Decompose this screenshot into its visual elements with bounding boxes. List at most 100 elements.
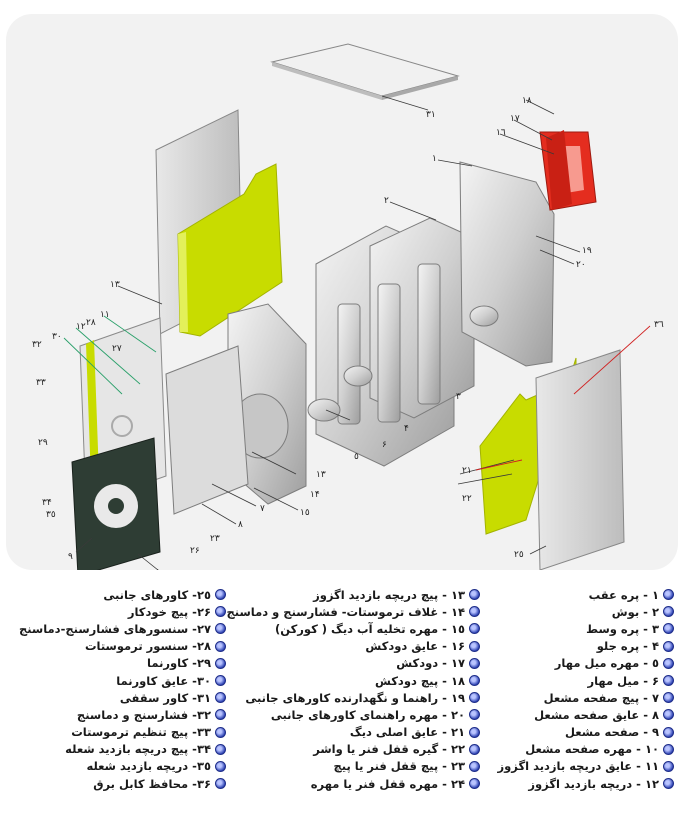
bullet-icon <box>663 589 674 601</box>
bullet-icon <box>215 657 226 669</box>
bullet-icon <box>215 623 226 635</box>
callout-label: ٣٣ <box>36 378 46 388</box>
legend-item-label: ٢٧- سنسورهای فشارسنج-دماسنج <box>18 621 211 636</box>
legend-item: ١۴ - غلاف ترموستات- فشارسنج و دماسنج <box>227 603 480 620</box>
legend-item: ١ - پره عقب <box>498 586 674 603</box>
legend-item: ١٢ - دریچه بازدید اگزوز <box>498 775 674 792</box>
legend-item-label: ١١ - عایق دریچه بازدید اگزوز <box>497 759 659 774</box>
callout-label: ١٠ <box>156 568 166 570</box>
legend-item: ٢۴ - مهره قفل فنر یا مهره <box>227 775 480 792</box>
callout-label: ٢١ <box>462 466 472 476</box>
top-cover <box>270 43 460 97</box>
legend-item: ٩ - صفحه مشعل <box>498 724 674 741</box>
callout-label: ٣٢ <box>32 340 42 350</box>
callout-label: ٢٨ <box>86 318 96 328</box>
legend-item-label: ٢٠ - مهره راهنمای کاورهای جانبی <box>270 707 465 722</box>
legend-item-label: ١٥ - مهره تخلیه آب دیگ ( کورکن) <box>274 621 465 636</box>
legend-item-label: ۶ - میل مهار <box>587 673 659 688</box>
legend-item: ١٩ - راهنما و نگهدارنده کاورهای جانبی <box>227 689 480 706</box>
bullet-icon <box>215 675 226 687</box>
legend-item: ٢١ - عایق اصلی دیگ <box>227 724 480 741</box>
legend-item: ٣١- کاور سقفی <box>19 689 226 706</box>
legend-item-label: ٢۴ - مهره قفل فنر یا مهره <box>310 776 465 791</box>
legend-item-label: ٣۶- محافظ کابل برق <box>93 776 211 791</box>
legend-item: ٥ - مهره میل مهار <box>498 655 674 672</box>
legend-item-label: ٣ - پره وسط <box>586 621 659 636</box>
bullet-icon <box>215 589 226 601</box>
bullet-icon <box>663 743 674 755</box>
legend-item-label: ٢۶- پیچ خودکار <box>127 604 211 619</box>
legend-item: ٢ - بوش <box>498 603 674 620</box>
legend-item: ۴ - پره جلو <box>498 638 674 655</box>
legend-item: ٣٢- فشارسنج و دماسنج <box>19 706 226 723</box>
bullet-icon <box>215 726 226 738</box>
front-section <box>165 303 307 515</box>
callout-label: ١٢ <box>76 322 86 332</box>
callout-label: ۴ <box>404 424 409 434</box>
bullet-icon <box>215 760 226 772</box>
legend-item: ٢٠ - مهره راهنمای کاورهای جانبی <box>227 706 480 723</box>
bullet-icon <box>663 657 674 669</box>
callout-label: ٢ <box>384 196 389 206</box>
legend-item-label: ١٢ - دریچه بازدید اگزوز <box>528 776 659 791</box>
bullet-icon <box>469 778 480 790</box>
callout-label: ٩ <box>68 552 73 562</box>
callout-label: ١٣ <box>110 280 120 290</box>
legend-item-label: ٢٢ - گیره قفل فنر یا واشر <box>313 742 465 757</box>
legend-item-label: ٣۴- پیچ دریچه بازدید شعله <box>65 742 211 757</box>
callout-label: ٢٠ <box>576 260 586 270</box>
callout-label: ٥ <box>354 452 359 462</box>
callout-label: ٣١ <box>426 110 436 120</box>
legend-item: ١٠ - مهره صفحه مشعل <box>498 741 674 758</box>
callout-label: ٢٧ <box>112 344 122 354</box>
legend-item-label: ٢٨- سنسور ترموستات <box>84 639 211 654</box>
callout-label: ١٦ <box>496 128 506 138</box>
callout-label: ١٣ <box>316 470 326 480</box>
legend-item: ٨ - عایق صفحه مشعل <box>498 706 674 723</box>
legend-item-label: ٢٥- کاورهای جانبی <box>103 587 211 602</box>
legend-item-label: ١٨ - پیچ دودکش <box>374 673 465 688</box>
legend-item: ٢٧- سنسورهای فشارسنج-دماسنج <box>19 620 226 637</box>
legend-item: ٣۴- پیچ دریچه بازدید شعله <box>19 741 226 758</box>
legend-item: ١٥ - مهره تخلیه آب دیگ ( کورکن) <box>227 620 480 637</box>
bullet-icon <box>469 743 480 755</box>
bullet-icon <box>215 640 226 652</box>
callout-label: ۶ <box>382 440 387 450</box>
legend-item-label: ٣٢- فشارسنج و دماسنج <box>76 707 211 722</box>
legend-item-label: ٩ - صفحه مشعل <box>564 725 659 740</box>
callout-label: ٢٩ <box>38 438 48 448</box>
bullet-icon <box>215 606 226 618</box>
callout-label: ١٩ <box>582 246 592 256</box>
bullet-icon <box>663 692 674 704</box>
legend-item-label: ٢ - بوش <box>611 604 659 619</box>
bullet-icon <box>469 709 480 721</box>
legend-item: ٧ - پیچ صفحه مشعل <box>498 689 674 706</box>
legend-item-label: ١٠ - مهره صفحه مشعل <box>525 742 659 757</box>
bullet-icon <box>663 606 674 618</box>
legend-item-label: ٣١- کاور سقفی <box>119 690 211 705</box>
callout-label: ٣۴ <box>42 498 52 508</box>
heat-exchanger <box>307 161 555 467</box>
legend-item-label: ١٧ - دودکش <box>396 656 465 671</box>
bullet-icon <box>469 589 480 601</box>
legend-item-label: ٢١ - عایق اصلی دیگ <box>349 725 465 740</box>
legend-item-label: ٨ - عایق صفحه مشعل <box>534 707 659 722</box>
legend-item-label: ٣٣- پیچ تنظیم ترموستات <box>71 725 211 740</box>
parts-legend: ١ - پره عقب ٢ - بوش ٣ - پره وسط ۴ - پره جلو… <box>0 580 684 829</box>
right-side-cover <box>535 349 625 570</box>
bullet-icon <box>469 657 480 669</box>
bullet-icon <box>663 709 674 721</box>
bullet-icon <box>663 726 674 738</box>
legend-item-label: ٣٠- عایق کاورنما <box>116 673 211 688</box>
callout-label: ٢٢ <box>462 494 472 504</box>
legend-item: ٣ - پره وسط <box>498 620 674 637</box>
legend-item: ٢٢ - گیره قفل فنر یا واشر <box>227 741 480 758</box>
bullet-icon <box>215 709 226 721</box>
legend-item: ١۶ - عایق دودکش <box>227 638 480 655</box>
legend-item-label: ١ - پره عقب <box>588 587 659 602</box>
legend-column-3: ٢٥- کاورهای جانبی ٢۶- پیچ خودکار ٢٧- سنسور… <box>19 586 226 792</box>
callout-label: ٢۶ <box>190 546 200 556</box>
callout-label: ٣٦ <box>654 320 664 330</box>
legend-item-label: ٢٩- کاورنما <box>147 656 211 671</box>
callout-label: ١٥ <box>300 508 310 518</box>
